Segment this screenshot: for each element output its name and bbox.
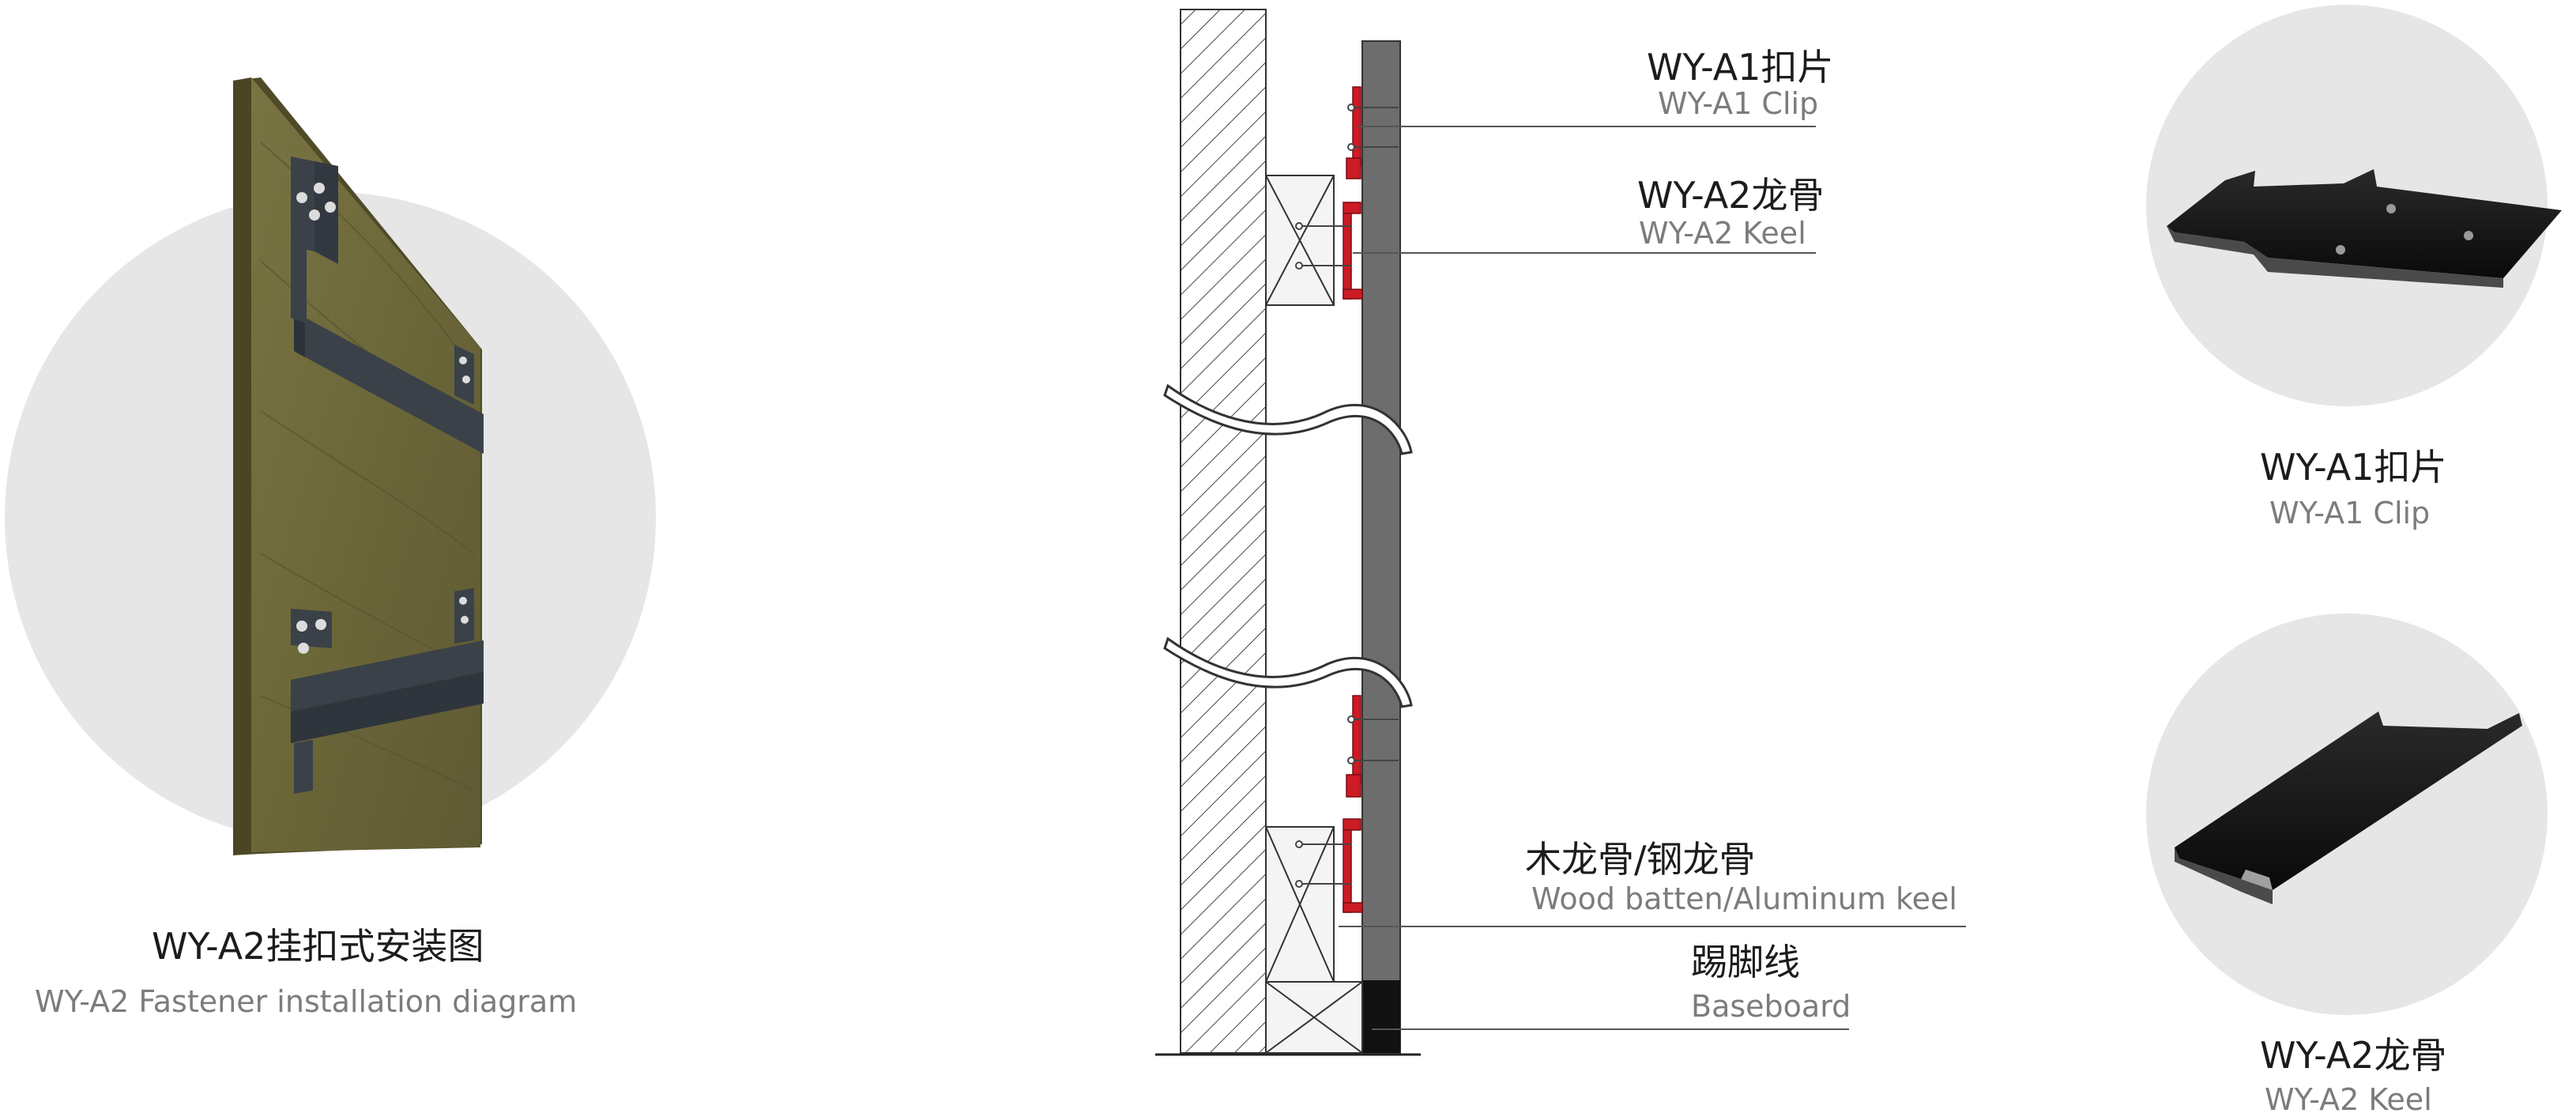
- lower-batten: [1265, 826, 1335, 983]
- keel-product-en: WY-A2 Keel: [2265, 1082, 2432, 1117]
- leader-lines: [1339, 126, 1966, 1030]
- keel-product-cn: WY-A2龙骨: [2260, 1034, 2447, 1077]
- baseboard-callout-en: Baseboard: [1691, 989, 1851, 1024]
- hatched-wall: [1180, 9, 1267, 1054]
- keel-callout-cn: WY-A2龙骨: [1637, 174, 1825, 217]
- install-title-en: WY-A2 Fastener installation diagram: [35, 984, 578, 1019]
- upper-red-fastener: [1343, 86, 1363, 300]
- installation-illustration: [5, 77, 656, 855]
- clip-callout-cn: WY-A1扣片: [1647, 46, 1834, 89]
- panel-column: [1361, 40, 1401, 1054]
- upper-keel-bracket: [291, 157, 484, 454]
- clip-product-en: WY-A1 Clip: [2269, 496, 2431, 530]
- keel-callout-en: WY-A2 Keel: [1639, 216, 1806, 251]
- keel-product-view: [2146, 613, 2548, 1015]
- break-lines: [1163, 383, 1413, 708]
- lower-keel-bracket: [291, 588, 484, 794]
- baseboard-callout-cn: 踢脚线: [1691, 941, 1800, 983]
- screws: [1295, 104, 1399, 888]
- batten-callout-en: Wood batten/Aluminum keel: [1531, 881, 1957, 916]
- upper-batten: [1265, 175, 1335, 306]
- lower-red-fastener: [1343, 695, 1363, 913]
- batten-callout-cn: 木龙骨/钢龙骨: [1525, 838, 1756, 881]
- clip-product-cn: WY-A1扣片: [2260, 446, 2447, 489]
- clip-callout-en: WY-A1 Clip: [1658, 86, 1819, 121]
- install-title-cn: WY-A2挂扣式安装图: [152, 925, 484, 968]
- baseboard-batten: [1265, 981, 1363, 1054]
- baseboard-black: [1362, 980, 1400, 1053]
- cross-section-drawing: [1155, 9, 1966, 1056]
- clip-product-view: [2146, 5, 2562, 406]
